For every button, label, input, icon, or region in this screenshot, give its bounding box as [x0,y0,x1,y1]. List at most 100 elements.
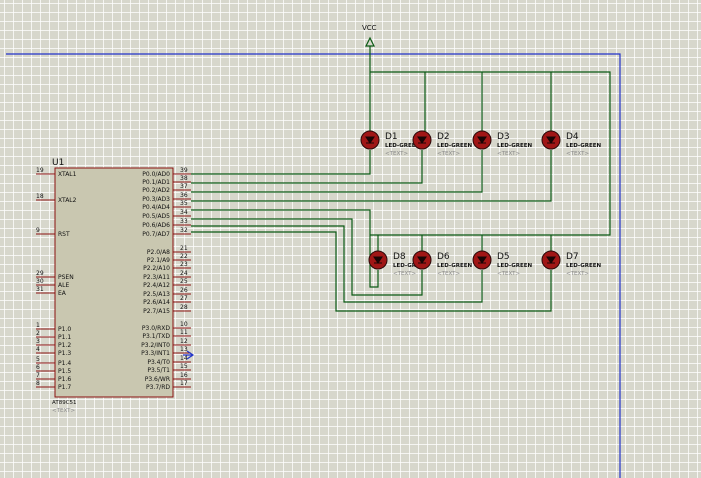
led-text: <TEXT> [497,151,520,157]
chip-pin-7[interactable]: 7P1.6 [36,372,71,383]
led-part: LED-GREEN [497,263,532,269]
chip-pin-3[interactable]: 3P1.2 [36,338,71,349]
chip-pin-2[interactable]: 2P1.1 [36,330,71,341]
led-part: LED-GREEN [437,143,472,149]
chip-pin-6[interactable]: 6P1.5 [36,364,71,375]
led-ref: D1 [385,132,398,142]
pin-number: 38 [180,175,188,182]
pin-number: 28 [180,304,188,311]
pin-name: ALE [58,282,69,289]
pin-number: 7 [36,372,40,379]
led-ref: D6 [437,252,450,262]
diode-symbol-icon [417,136,427,144]
led-text: <TEXT> [566,271,589,277]
pin-number: 1 [36,322,40,329]
chip-pin-5[interactable]: 5P1.4 [36,356,71,367]
vcc-label: VCC [362,24,377,32]
diode-symbol-icon [546,136,556,144]
power-wires [369,71,611,260]
pin-number: 25 [180,278,188,285]
chip-pin-1[interactable]: 1P1.0 [36,322,71,333]
sheet-border [6,53,621,478]
pin-number: 8 [36,380,40,387]
vcc-terminal[interactable]: VCC [362,24,377,72]
pin-name: P3.2/INT0 [141,342,170,349]
diode-symbol-icon [546,256,556,264]
pin-name: P3.5/T1 [147,367,170,374]
led-ref: D4 [566,132,579,142]
led-ref: D8 [393,252,406,262]
pin-name: P2.0/A8 [147,249,170,256]
pin-name: P0.7/AD7 [142,231,170,238]
pin-name: P3.0/RXD [142,325,170,332]
pin-name: P2.1/A9 [147,257,170,264]
led-part: LED-GREEN [437,263,472,269]
pin-number: 22 [180,253,188,260]
pin-number: 19 [36,167,44,174]
pin-name: P0.6/AD6 [142,222,170,229]
chip-at89c51[interactable]: U1 AT89C51 <TEXT> 19XTAL118XTAL29RST29PS… [36,158,191,414]
pin-number: 30 [36,278,44,285]
chip-pin-4[interactable]: 4P1.3 [36,346,71,357]
pin-name: P1.6 [58,376,71,383]
pin-number: 17 [180,380,188,387]
pin-name: XTAL2 [58,197,77,204]
pin-name: P2.4/A12 [143,282,170,289]
pin-name: P2.3/A11 [143,274,170,281]
pin-number: 34 [180,209,188,216]
pin-name: P3.4/T0 [147,359,170,366]
pin-name: P2.6/A14 [143,299,170,306]
led-array: D1LED-GREEN<TEXT>D2LED-GREEN<TEXT>D3LED-… [360,130,601,277]
led-text: <TEXT> [566,151,589,157]
pin-name: P1.2 [58,342,71,349]
led-ref: D2 [437,132,450,142]
pin-number: 3 [36,338,40,345]
pin-name: P0.5/AD5 [142,213,170,220]
chip-pin-8[interactable]: 8P1.7 [36,380,71,391]
led-text: <TEXT> [497,271,520,277]
pin-number: 33 [180,218,188,225]
pin-name: P3.1/TXD [142,333,170,340]
signal-wires [191,150,552,312]
